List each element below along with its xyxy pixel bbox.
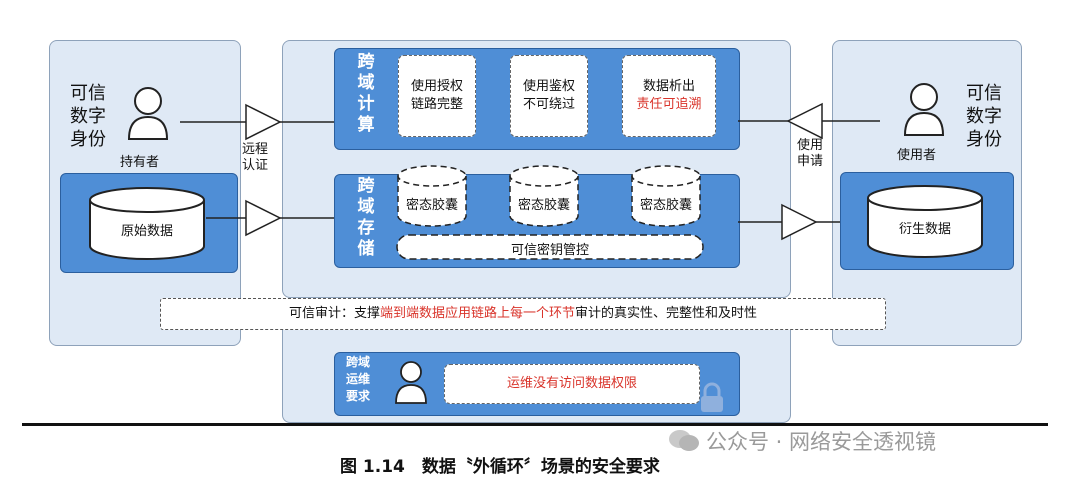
raw-data-cylinder [89,187,205,260]
ops-person-icon [395,361,427,404]
watermark: 公众号 · 网络安全透视镜 [706,430,937,454]
user-person-icon [903,83,945,136]
storage-label: 跨 域 存 储 [357,176,375,259]
left-panel-title: 可信 数字 身份 [70,83,106,150]
holder-label: 持有者 [120,155,160,170]
ops-label: 跨域 运维 要求 [346,355,371,403]
holder-person-icon [127,87,169,140]
capsule-cylinder-3 [631,165,701,227]
capsule-label-1: 密态胶囊 [405,198,458,213]
key-management-label: 可信密钥管控 [510,243,589,258]
lock-icon [701,382,723,412]
compute-label: 跨 域 计 算 [357,52,375,135]
figure-caption: 图 1.14 数据〝外循环〞场景的安全要求 [340,457,660,477]
wechat-icon [669,430,699,451]
capsule-label-3: 密态胶囊 [639,198,692,213]
audit-bar: 可信审计：支撑端到端数据应用链路上每一个环节审计的真实性、完整性和及时性 [160,298,886,330]
use-request-label: 使用 申请 [796,138,823,169]
ops-text-box: 运维没有访问数据权限 [444,364,700,404]
derived-data-label: 衍生数据 [898,222,951,237]
divider-line [22,423,1048,426]
remote-auth-label: 远程 认证 [241,142,268,173]
capsule-cylinder-1 [397,165,467,227]
capsule-label-2: 密态胶囊 [517,198,570,213]
compute-card-2: 使用鉴权不可绕过 [510,55,588,137]
compute-card-3: 数据析出责任可追溯 [622,55,716,137]
derived-data-cylinder [867,185,983,258]
right-panel-title: 可信 数字 身份 [966,83,1002,150]
user-label: 使用者 [897,148,937,163]
capsule-cylinder-2 [509,165,579,227]
raw-data-label: 原始数据 [120,224,173,239]
key-management-bar [396,234,704,260]
compute-card-1: 使用授权链路完整 [398,55,476,137]
